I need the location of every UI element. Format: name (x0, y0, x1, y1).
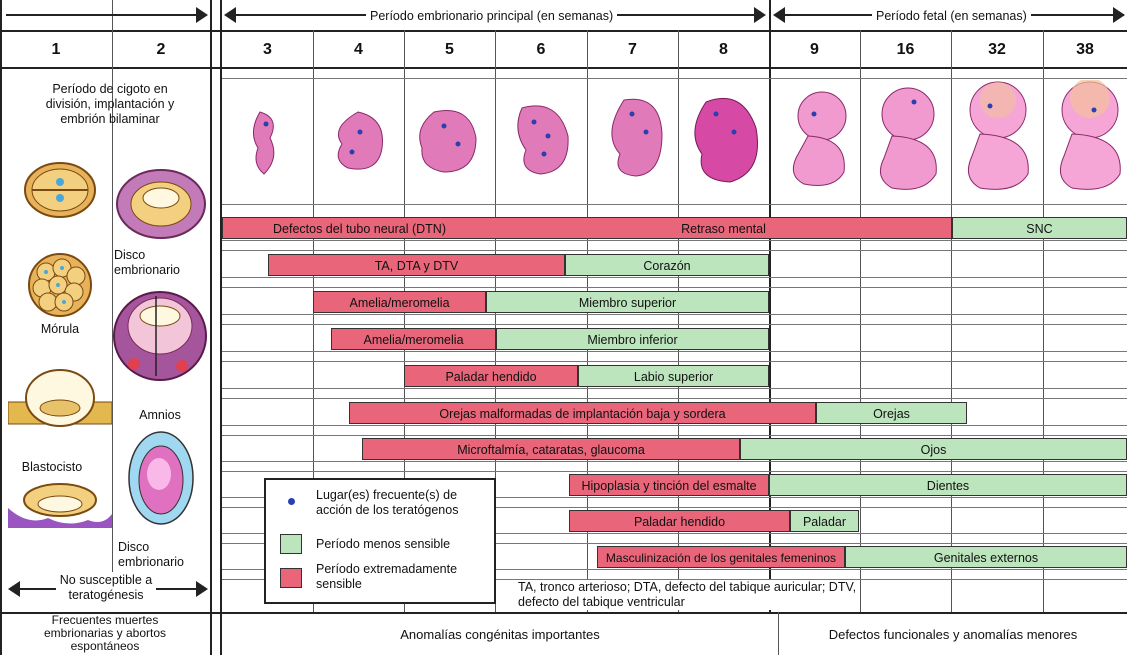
embryo-week-8-illustration (686, 92, 766, 186)
bar-retraso-mental: Retraso mental (496, 217, 952, 239)
fetus-week-9-illustration (778, 88, 856, 194)
arrow-right-icon (196, 7, 208, 23)
week-8: 8 (678, 32, 769, 68)
week-2: 2 (112, 32, 210, 68)
footer-minor-defects: Defectos funcionales y anomalías menores (779, 614, 1127, 655)
embryo-week-5-illustration (414, 104, 482, 178)
bar-miembro-superior: Miembro superior (486, 291, 769, 313)
bar-orejas: Orejas (816, 402, 967, 424)
legend-dot-label: Lugar(es) frecuente(s) de acción de los … (316, 488, 488, 518)
legend-red-label: Período extremadamente sensible (316, 562, 476, 592)
bar-amelia-superior: Amelia/meromelia (313, 291, 486, 313)
zygote-period-text: Período de cigoto en división, implantac… (30, 82, 190, 127)
bilaminar-embryo-illustration (114, 166, 208, 242)
bar-genitales-externos: Genitales externos (845, 546, 1127, 568)
bar-orejas-malformadas: Orejas malformadas de implantación baja … (349, 402, 816, 424)
week-3: 3 (222, 32, 313, 68)
week-38: 38 (1043, 32, 1127, 68)
fetal-period-label: Período fetal (en semanas) (872, 9, 1031, 23)
bar-ta-dta-dtv: TA, DTA y DTV (268, 254, 565, 276)
legend-green-swatch (280, 534, 302, 554)
bar-labio-superior: Labio superior (578, 365, 769, 387)
implanted-blastocyst-illustration (8, 478, 112, 528)
bar-paladar-hendido-1: Paladar hendido (404, 365, 578, 387)
week-7: 7 (587, 32, 678, 68)
morula-label: Mórula (30, 322, 90, 337)
week-32: 32 (951, 32, 1043, 68)
embryo-week-3-illustration (246, 108, 286, 178)
bar-dtn: Defectos del tubo neural (DTN) (222, 217, 496, 239)
arrow-right-icon (196, 581, 208, 597)
blastocyst-illustration (8, 362, 112, 432)
embryo-week-6-illustration (508, 100, 574, 178)
week-16: 16 (860, 32, 951, 68)
bar-miembro-inferior: Miembro inferior (496, 328, 769, 350)
bar-corazon: Corazón (565, 254, 769, 276)
bar-paladar-hendido-2: Paladar hendido (569, 510, 790, 532)
week-6: 6 (495, 32, 587, 68)
not-susceptible-text: No susceptible a teratogénesis (56, 573, 156, 603)
disc-label-top: Disco embrionario (114, 248, 194, 278)
fetus-week-32-illustration (958, 80, 1038, 196)
morula-illustration (24, 252, 96, 318)
arrow-left-icon (8, 581, 20, 597)
fetus-week-38-illustration (1050, 80, 1126, 196)
legend-red-swatch (280, 568, 302, 588)
arrow-left-icon (224, 7, 236, 23)
teratogen-dot-icon (288, 498, 295, 505)
arrow-right-icon (754, 7, 766, 23)
bar-masculinizacion: Masculinización de los genitales femenin… (597, 546, 845, 568)
disc-label-bottom: Disco embrionario (112, 540, 216, 570)
bar-microftalmia: Microftalmía, cataratas, glaucoma (362, 438, 740, 460)
week-9: 9 (769, 32, 860, 68)
week-1: 1 (0, 32, 112, 68)
abbreviations-note: TA, tronco arterioso; DTA, defecto del t… (518, 580, 858, 610)
legend-green-label: Período menos sensible (316, 537, 488, 552)
week-4: 4 (313, 32, 404, 68)
embryonic-period-label: Período embrionario principal (en semana… (366, 9, 617, 23)
bar-hipoplasia: Hipoplasia y tinción del esmalte (569, 474, 769, 496)
embryo-week-4-illustration (328, 108, 390, 178)
bar-dientes: Dientes (769, 474, 1127, 496)
fetus-week-16-illustration (868, 84, 946, 196)
implantation-embryo-illustration (112, 286, 208, 386)
blastocyst-label: Blastocisto (12, 460, 92, 475)
header-arrow-left (6, 14, 204, 16)
amnion-label: Amnios (130, 408, 190, 423)
bar-ojos: Ojos (740, 438, 1127, 460)
week-5: 5 (404, 32, 495, 68)
left-footer-text: Frecuentes muertes embrionarias y aborto… (20, 614, 190, 653)
arrow-right-icon (1113, 7, 1125, 23)
bar-paladar: Paladar (790, 510, 859, 532)
embryo-week-7-illustration (600, 94, 668, 180)
footer-major-anomalies: Anomalías congénitas importantes (222, 614, 778, 655)
bar-snc: SNC (952, 217, 1127, 239)
amnion-sac-illustration (126, 428, 196, 528)
bar-amelia-inferior: Amelia/meromelia (331, 328, 496, 350)
legend-box: Lugar(es) frecuente(s) de acción de los … (264, 478, 496, 604)
two-cell-zygote-illustration (22, 160, 98, 220)
arrow-left-icon (773, 7, 785, 23)
